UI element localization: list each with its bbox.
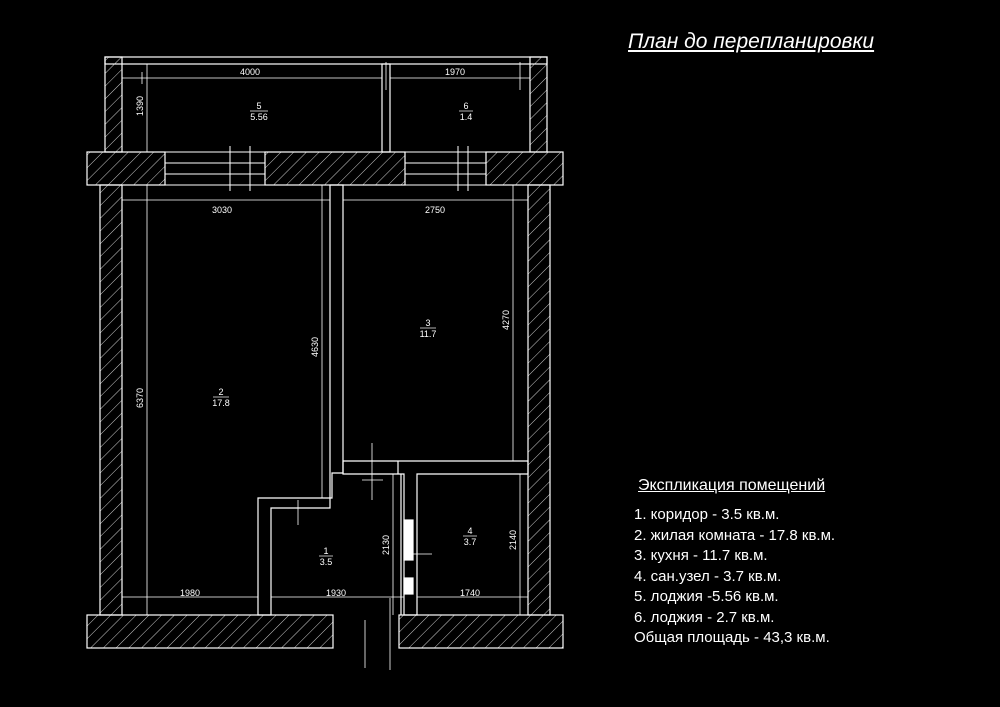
partition-room2-kitchen: [329, 184, 344, 499]
room-label-1: 1 3.5: [319, 546, 333, 567]
explication-item: 6. лоджия - 2.7 кв.м.: [634, 608, 775, 626]
room-label-3: 3 11.7: [420, 318, 437, 339]
explication-title: Экспликация помещений: [638, 477, 826, 494]
explication-item: 4. сан.узел - 3.7 кв.м.: [634, 567, 782, 585]
dim-bath-length: 2140: [508, 530, 518, 550]
interior-walls: [257, 184, 529, 616]
wall-top-right: [485, 151, 564, 186]
wall-bottom-right: [398, 614, 564, 649]
room-area: 17.8: [212, 398, 230, 408]
room-number: 6: [463, 101, 468, 111]
door-markers: [297, 443, 432, 670]
dim-bottom-mid: 1930: [326, 588, 346, 598]
room-label-6: 6 1.4: [459, 101, 473, 122]
partition-corridor-left: [257, 497, 331, 616]
explication-item: 3. кухня - 11.7 кв.м.: [634, 547, 768, 564]
windows: [164, 146, 487, 191]
dim-room-3-length: 4270: [501, 310, 511, 330]
explication-item: 2. жилая комната - 17.8 кв.м.: [634, 526, 836, 544]
explication-item: 5. лоджия -5.56 кв.м.: [634, 588, 779, 605]
room-number: 4: [467, 526, 472, 536]
dim-partition-length: 4630: [310, 337, 320, 357]
room-area: 3.5: [320, 557, 333, 567]
wall-left: [99, 184, 123, 616]
plan-title: План до перепланировки: [628, 30, 875, 53]
dim-room-2-width: 3030: [212, 205, 232, 215]
dimension-labels: 4000 1970 1390 3030 2750 6370 4630 4270 …: [135, 67, 518, 598]
room-label-2: 2 17.8: [212, 387, 230, 408]
wall-top-left: [86, 151, 166, 186]
dim-bottom-right: 1740: [460, 588, 480, 598]
room-label-5: 5 5.56: [250, 101, 268, 122]
partition-kitchen-bath: [342, 460, 529, 616]
dim-loggia-depth: 1390: [135, 96, 145, 116]
dim-corridor-length: 2130: [381, 535, 391, 555]
room-area: 1.4: [460, 112, 473, 122]
loggia-outline: [104, 56, 548, 153]
room-area: 3.7: [464, 537, 477, 547]
dim-loggia-5-width: 4000: [240, 67, 260, 77]
explication-legend: Экспликация помещений 1. коридор - 3.5 к…: [634, 477, 974, 649]
outer-walls: [86, 56, 564, 649]
explication-total: Общая площадь - 43,3 кв.м.: [634, 629, 830, 646]
room-number: 1: [323, 546, 328, 556]
room-labels: 1 3.5 2 17.8 3 11.7 4 3.7 5 5.56 6 1.4: [212, 101, 477, 567]
explication-item: 1. коридор - 3.5 кв.м.: [634, 506, 780, 523]
room-number: 5: [256, 101, 261, 111]
window-kitchen: [404, 151, 487, 186]
room-number: 2: [218, 387, 223, 397]
dim-room-3-width: 2750: [425, 205, 445, 215]
dim-loggia-6-width: 1970: [445, 67, 465, 77]
window-room-2: [164, 151, 266, 186]
dimension-lines: [122, 62, 530, 615]
dim-room-2-length: 6370: [135, 388, 145, 408]
room-area: 11.7: [420, 329, 437, 339]
loggia-wall-right: [529, 56, 548, 153]
room-label-4: 4 3.7: [463, 526, 477, 547]
wall-bottom-left: [86, 614, 334, 649]
dim-bottom-left: 1980: [180, 588, 200, 598]
loggia-wall-left: [104, 56, 123, 153]
room-number: 3: [425, 318, 430, 328]
room-area: 5.56: [250, 112, 268, 122]
wall-right: [527, 184, 551, 616]
wall-top-middle: [264, 151, 406, 186]
